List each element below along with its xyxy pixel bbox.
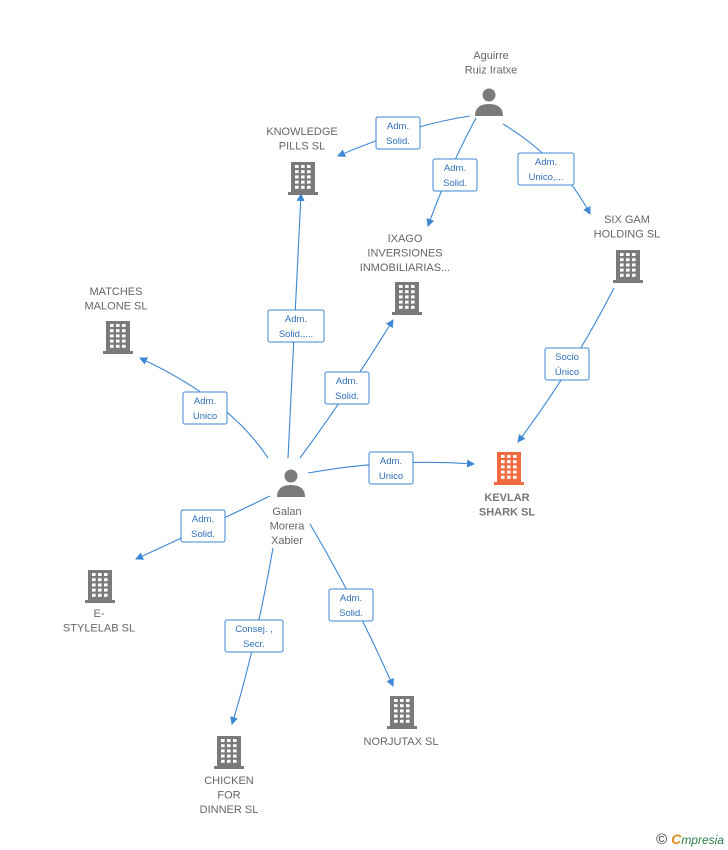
edge-label-text: Unico,... <box>529 172 564 183</box>
node-label: Galan <box>272 506 301 518</box>
edge-label-text: Consej. , <box>235 624 273 635</box>
edge-label-text: Socio <box>555 352 579 363</box>
edge-galan-to-matches: Adm. Unico <box>139 357 269 459</box>
node-sixgam[interactable]: SIX GAM HOLDING SL <box>594 214 661 283</box>
building-icon <box>288 162 318 195</box>
edge-label-box[interactable] <box>544 347 590 381</box>
node-label: INMOBILIARIAS... <box>360 262 450 274</box>
edge-label-text: Solid. <box>443 178 467 189</box>
edge-aguirre-to-sixgam: Adm. Unico,... <box>502 123 591 215</box>
edge-label-box[interactable] <box>267 309 325 343</box>
edge-label-text: Solid. <box>335 391 359 402</box>
building-icon <box>494 452 524 485</box>
edge-galan-to-kevlar: Adm. Unico <box>307 451 475 485</box>
node-label: DINNER SL <box>200 804 259 816</box>
building-icon <box>103 321 133 354</box>
node-ixago[interactable]: IXAGO INVERSIONES INMOBILIARIAS... <box>360 233 450 315</box>
edge-label-text: Adm. <box>535 157 557 168</box>
node-norjutax[interactable]: NORJUTAX SL <box>364 696 439 748</box>
edge-galan-to-norjutax: Adm. Solid. <box>309 523 394 687</box>
edge-label-text: Adm. <box>387 121 409 132</box>
node-label: Ruiz Iratxe <box>465 65 518 77</box>
edge-label-box[interactable] <box>180 509 226 543</box>
node-label: FOR <box>217 790 240 802</box>
edge-label-text: Solid. <box>191 529 215 540</box>
edge-label-text: Unico <box>379 471 403 482</box>
edge-label-text: Secr. <box>243 639 265 650</box>
node-label: Aguirre <box>473 50 508 62</box>
node-label: KNOWLEDGE <box>266 126 338 138</box>
edge-aguirre-to-knowledge: Adm. Solid. <box>337 115 471 157</box>
edge-galan-to-estylelab: Adm. Solid. <box>135 495 271 560</box>
edge-label-text: Adm. <box>194 396 216 407</box>
building-icon <box>387 696 417 729</box>
node-label: PILLS SL <box>279 141 325 153</box>
node-chicken[interactable]: CHICKEN FOR DINNER SL <box>200 736 259 816</box>
edge-label-text: Adm. <box>444 163 466 174</box>
node-label: CHICKEN <box>204 775 254 787</box>
edges-layer: Adm. Solid. Adm. Solid. Adm. Unico,... SocioÚn… <box>135 115 615 725</box>
node-label: MALONE SL <box>85 301 148 313</box>
node-label: IXAGO <box>388 233 423 245</box>
node-label: SHARK SL <box>479 507 536 519</box>
node-label: INVERSIONES <box>367 248 442 260</box>
edge-galan-to-knowledge: Adm. Solid.,... <box>267 193 325 459</box>
edge-label-box[interactable] <box>182 391 228 425</box>
node-label: E- <box>94 608 105 620</box>
node-label: MATCHES <box>90 286 143 298</box>
edge-label-box[interactable] <box>224 619 284 653</box>
node-kevlar[interactable]: KEVLAR SHARK SL <box>479 452 536 519</box>
footer-brand: ©Cmpresia <box>656 831 724 848</box>
node-label: SIX GAM <box>604 214 650 226</box>
edge-aguirre-to-ixago: Adm. Solid. <box>426 117 478 227</box>
node-label: NORJUTAX SL <box>364 736 439 748</box>
node-matches[interactable]: MATCHES MALONE SL <box>85 286 148 354</box>
edge-label-text: Único <box>555 367 579 378</box>
person-icon <box>475 88 503 116</box>
edge-label-text: Solid.,... <box>279 329 313 340</box>
building-icon <box>392 282 422 315</box>
edge-galan-to-chicken: Consej. , Secr. <box>224 547 284 725</box>
edge-label-text: Adm. <box>285 314 307 325</box>
edge-galan-to-ixago: Adm. Solid. <box>299 319 394 459</box>
edge-label-text: Adm. <box>192 514 214 525</box>
edge-label-box[interactable] <box>517 152 575 186</box>
copyright-icon: © <box>656 831 668 848</box>
edge-label-box[interactable] <box>368 451 414 485</box>
edge-label-box[interactable] <box>432 158 478 192</box>
person-icon <box>277 469 305 497</box>
node-label: HOLDING SL <box>594 229 661 241</box>
edge-label-text: Adm. <box>336 376 358 387</box>
edge-label-text: Solid. <box>386 136 410 147</box>
edge-label-box[interactable] <box>375 116 421 150</box>
edge-label-text: Unico <box>193 411 217 422</box>
building-icon <box>214 736 244 769</box>
edge-label-text: Adm. <box>380 456 402 467</box>
brand-initial: C <box>671 831 682 847</box>
edge-label-box[interactable] <box>324 371 370 405</box>
node-label: Morera <box>270 521 306 533</box>
edge-label-text: Solid. <box>339 608 363 619</box>
building-icon <box>85 570 115 603</box>
node-knowledge[interactable]: KNOWLEDGE PILLS SL <box>266 126 338 195</box>
brand-name: mpresia <box>681 833 724 847</box>
node-label: KEVLAR <box>484 492 529 504</box>
building-icon <box>613 250 643 283</box>
node-label: STYLELAB SL <box>63 623 135 635</box>
edge-label-box[interactable] <box>328 588 374 622</box>
edge-label-text: Adm. <box>340 593 362 604</box>
node-label: Xabier <box>271 535 303 547</box>
node-estylelab[interactable]: E- STYLELAB SL <box>63 570 135 635</box>
